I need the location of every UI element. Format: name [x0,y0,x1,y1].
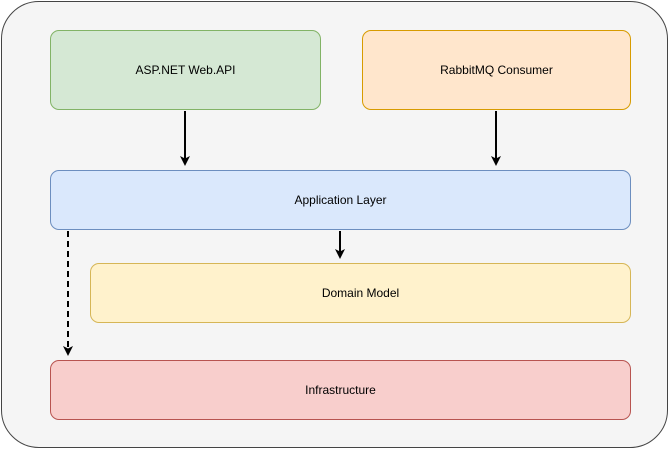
rabbitmq-label: RabbitMQ Consumer [440,63,553,77]
application-node: Application Layer [50,170,631,230]
rabbitmq-node: RabbitMQ Consumer [362,30,631,110]
infra-label: Infrastructure [305,383,376,397]
webapi-node: ASP.NET Web.API [50,30,321,110]
application-label: Application Layer [294,193,387,207]
domain-label: Domain Model [321,286,400,300]
infra-node: Infrastructure [50,360,631,420]
domain-node: Domain Model [90,263,631,323]
webapi-label: ASP.NET Web.API [135,63,236,77]
